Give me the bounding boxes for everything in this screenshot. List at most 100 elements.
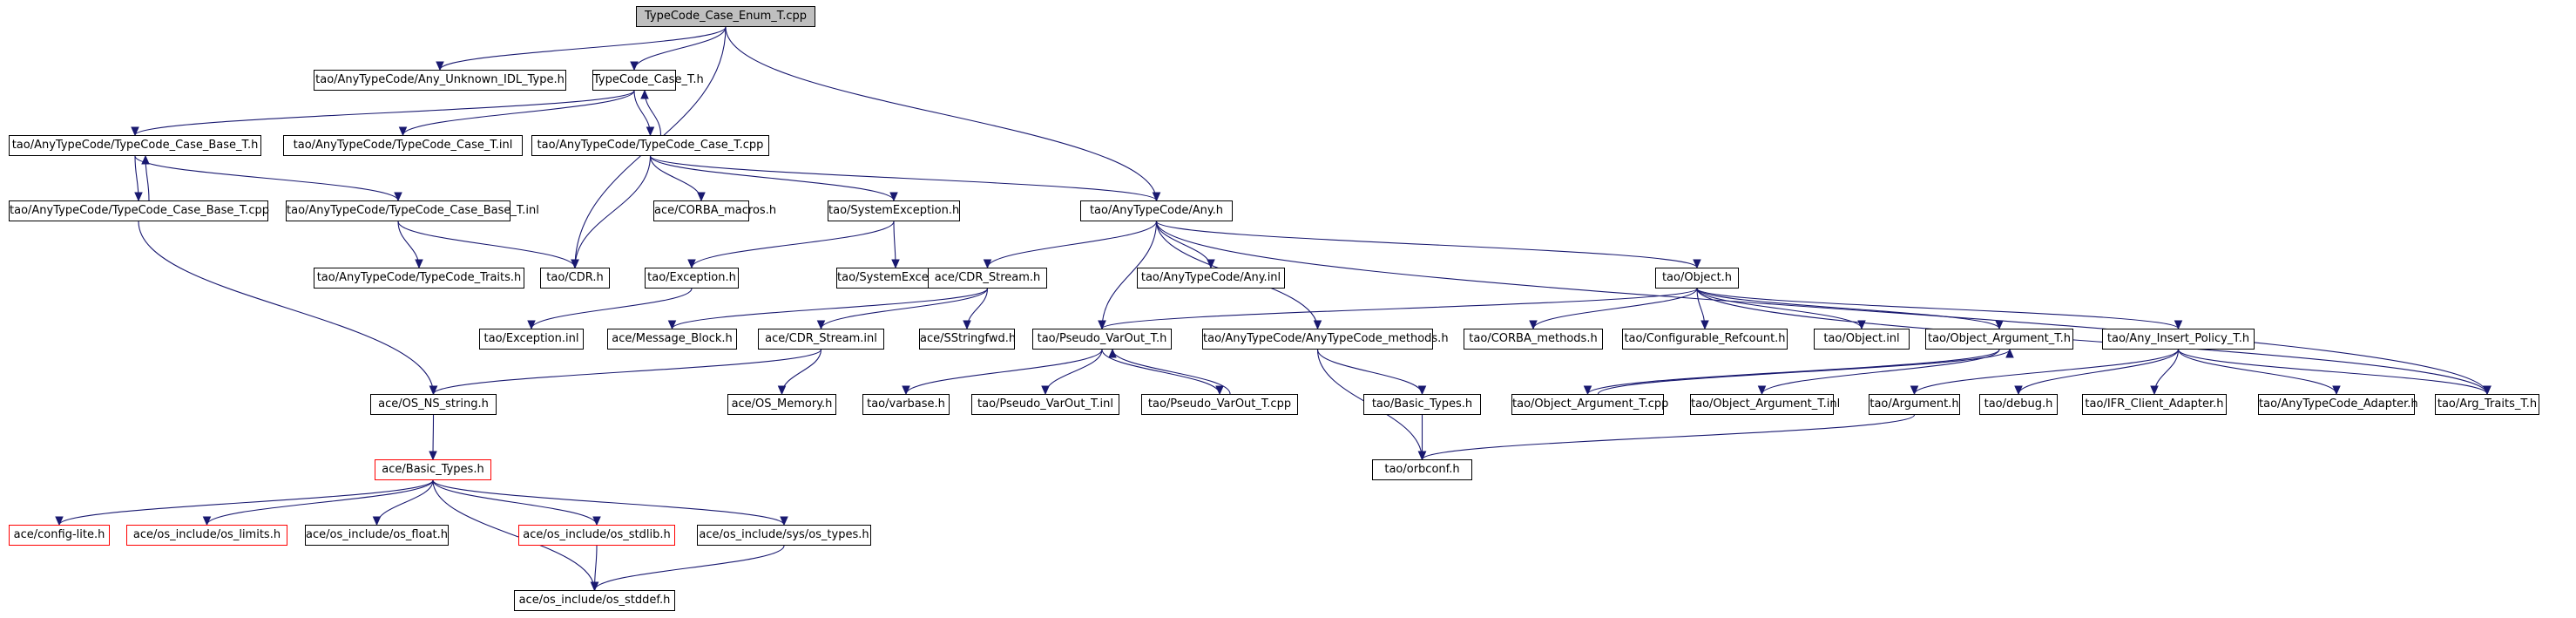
graph-node-cfgrc[interactable]: tao/Configurable_Refcount.h xyxy=(1622,329,1788,350)
edge-objh-to-cormac xyxy=(1532,288,1698,329)
graph-node-exinl[interactable]: tao/Exception.inl xyxy=(479,329,584,350)
arrowhead-root-to-tcct xyxy=(630,61,639,71)
edge-objh-to-objinl xyxy=(1696,288,1863,329)
graph-node-ostd[interactable]: ace/os_include/os_stdlib.h xyxy=(518,525,675,546)
graph-node-pvh[interactable]: tao/Pseudo_VarOut_T.h xyxy=(1032,329,1172,350)
graph-node-osmem[interactable]: ace/OS_Memory.h xyxy=(727,394,836,415)
graph-node-objinl[interactable]: tao/Object.inl xyxy=(1814,329,1910,350)
graph-node-oainl[interactable]: tao/Object_Argument_T.inl xyxy=(1690,394,1840,415)
graph-node-msgb[interactable]: ace/Message_Block.h xyxy=(607,329,737,350)
graph-node-oacpp[interactable]: tao/Object_Argument_T.cpp xyxy=(1511,394,1668,415)
graph-node-sfwd[interactable]: ace/SStringfwd.h xyxy=(919,329,1016,350)
edge-anyh-to-argtr xyxy=(1155,221,2488,395)
edge-btyp-to-olim xyxy=(206,479,434,526)
graph-node-atcm[interactable]: tao/AnyTypeCode/AnyTypeCode_methods.h xyxy=(1202,329,1449,350)
edge-aiph-to-argtr xyxy=(2177,349,2488,395)
arrowhead-cbase-to-cbinl xyxy=(394,192,402,202)
edge-btyp-to-ostd xyxy=(432,479,598,526)
graph-node-cbase[interactable]: tao/AnyTypeCode/TypeCode_Case_Base_T.h xyxy=(9,135,261,156)
arrowhead-pvh-to-pvinl xyxy=(1041,385,1050,396)
graph-node-pvinl[interactable]: tao/Pseudo_VarOut_T.inl xyxy=(971,394,1119,415)
graph-node-cmac[interactable]: ace/CORBA_macros.h xyxy=(653,200,776,221)
edge-root-to-aunk xyxy=(439,26,727,71)
graph-node-atca[interactable]: tao/AnyTypeCode_Adapter.h xyxy=(2258,394,2418,415)
graph-node-sysex[interactable]: tao/SystemException.h xyxy=(828,200,960,221)
arrowhead-objh-to-cfgrc xyxy=(1700,320,1709,330)
arrowhead-aiph-to-argtr xyxy=(2483,385,2491,396)
edge-pvcpp-to-pvh xyxy=(1112,349,1231,395)
arrowhead-exh-to-exinl xyxy=(527,320,536,330)
graph-node-ctinl[interactable]: tao/AnyTypeCode/TypeCode_Case_T.inl xyxy=(283,135,523,156)
edge-sysex-to-exh xyxy=(691,221,895,268)
graph-node-argtr[interactable]: tao/Arg_Traits_T.h xyxy=(2435,394,2539,415)
edge-aiph-to-argh xyxy=(1913,349,2180,395)
graph-node-cdr[interactable]: tao/CDR.h xyxy=(540,268,610,289)
graph-node-ostyp[interactable]: ace/os_include/sys/os_types.h xyxy=(697,525,871,546)
graph-node-anyh[interactable]: tao/AnyTypeCode/Any.h xyxy=(1080,200,1233,221)
edge-cbinl-to-cdr xyxy=(397,221,576,268)
edge-atcm-to-btypt xyxy=(1316,349,1423,395)
arrowhead-anyh-to-anyinl xyxy=(1207,259,1215,269)
edge-aiph-to-dbg xyxy=(2018,349,2180,395)
graph-node-cfgl[interactable]: ace/config-lite.h xyxy=(9,525,110,546)
graph-node-ifr[interactable]: tao/IFR_Client_Adapter.h xyxy=(2082,394,2227,415)
graph-node-varb[interactable]: tao/varbase.h xyxy=(862,394,950,415)
edge-anyh-to-pvh xyxy=(1101,221,1158,329)
graph-node-traits[interactable]: tao/AnyTypeCode/TypeCode_Traits.h xyxy=(314,268,524,289)
graph-node-root[interactable]: TypeCode_Case_Enum_T.cpp xyxy=(636,6,815,27)
graph-node-oargh[interactable]: tao/Object_Argument_T.h xyxy=(1925,329,2073,350)
arrowhead-ctcpp-to-tcct xyxy=(640,89,649,99)
graph-node-objh[interactable]: tao/Object.h xyxy=(1655,268,1739,289)
graph-node-aiph[interactable]: tao/Any_Insert_Policy_T.h xyxy=(2102,329,2255,350)
edge-root-to-anyh xyxy=(725,26,1158,201)
graph-node-osdef[interactable]: ace/os_include/os_stddef.h xyxy=(514,590,675,611)
arrowhead-ostyp-to-osdef xyxy=(590,581,599,592)
arrowhead-ctcpp-to-cmac xyxy=(697,192,706,202)
arrowhead-pvh-to-varb xyxy=(902,385,910,396)
arrowhead-aiph-to-dbg xyxy=(2014,385,2023,396)
graph-node-tcct[interactable]: TypeCode_Case_T.h xyxy=(592,70,704,91)
graph-node-cdrs[interactable]: ace/CDR_Stream.h xyxy=(928,268,1047,289)
graph-node-dbg[interactable]: tao/debug.h xyxy=(1979,394,2058,415)
graph-node-cbcpp[interactable]: tao/AnyTypeCode/TypeCode_Case_Base_T.cpp xyxy=(9,200,269,221)
arrowhead-btyp-to-ostyp xyxy=(780,516,788,526)
arrowhead-cdrs-to-sfwd xyxy=(963,320,971,330)
arrowhead-pvcpp-to-pvh xyxy=(1108,348,1117,358)
arrowhead-osns-to-btyp xyxy=(429,451,437,461)
graph-node-cormac[interactable]: tao/CORBA_methods.h xyxy=(1464,329,1603,350)
edge-cdrs-to-msgb xyxy=(671,288,989,329)
graph-node-argh[interactable]: tao/Argument.h xyxy=(1869,394,1960,415)
graph-node-anyinl[interactable]: tao/AnyTypeCode/Any.inl xyxy=(1137,268,1285,289)
arrowhead-aiph-to-ifr xyxy=(2150,385,2159,396)
edge-btyp-to-cfgl xyxy=(58,479,434,526)
arrowhead-cbase-to-cbcpp xyxy=(134,192,143,202)
graph-node-pvcpp[interactable]: tao/Pseudo_VarOut_T.cpp xyxy=(1141,394,1298,415)
graph-node-olim[interactable]: ace/os_include/os_limits.h xyxy=(126,525,287,546)
edge-oargh-to-oainl xyxy=(1761,349,2000,395)
arrowhead-aiph-to-atca xyxy=(2332,385,2341,396)
arrowhead-cbinl-to-traits xyxy=(415,259,423,269)
graph-node-oflt[interactable]: ace/os_include/os_float.h xyxy=(305,525,449,546)
edge-tcct-to-ctinl xyxy=(402,90,635,136)
arrowhead-cdrinl-to-osmem xyxy=(777,385,787,396)
graph-node-exh[interactable]: tao/Exception.h xyxy=(645,268,739,289)
arrowhead-btyp-to-olim xyxy=(202,516,212,526)
graph-node-aunk[interactable]: tao/AnyTypeCode/Any_Unknown_IDL_Type.h xyxy=(314,70,566,91)
graph-node-osns[interactable]: ace/OS_NS_string.h xyxy=(370,394,497,415)
graph-node-orbc[interactable]: tao/orbconf.h xyxy=(1372,459,1472,480)
arrowhead-sysex-to-exh xyxy=(687,259,696,269)
arrowhead-btyp-to-oflt xyxy=(372,516,382,526)
graph-node-ctcpp[interactable]: tao/AnyTypeCode/TypeCode_Case_T.cpp xyxy=(531,135,769,156)
arrowhead-cdrs-to-cdrinl xyxy=(816,320,826,330)
edge-anyh-to-objh xyxy=(1155,221,1698,268)
graph-node-btyp[interactable]: ace/Basic_Types.h xyxy=(375,459,491,480)
edge-ctcpp-to-cdr xyxy=(574,155,652,268)
edge-btyp-to-ostyp xyxy=(432,479,785,526)
graph-node-cdrinl[interactable]: ace/CDR_Stream.inl xyxy=(758,329,884,350)
edge-cbcpp-to-osns xyxy=(138,221,435,395)
edge-objh-to-argtr xyxy=(1696,288,2488,395)
edge-cbase-to-cbinl xyxy=(134,155,399,201)
graph-node-cbinl[interactable]: tao/AnyTypeCode/TypeCode_Case_Base_T.inl xyxy=(286,200,539,221)
graph-node-btypt[interactable]: tao/Basic_Types.h xyxy=(1363,394,1481,415)
